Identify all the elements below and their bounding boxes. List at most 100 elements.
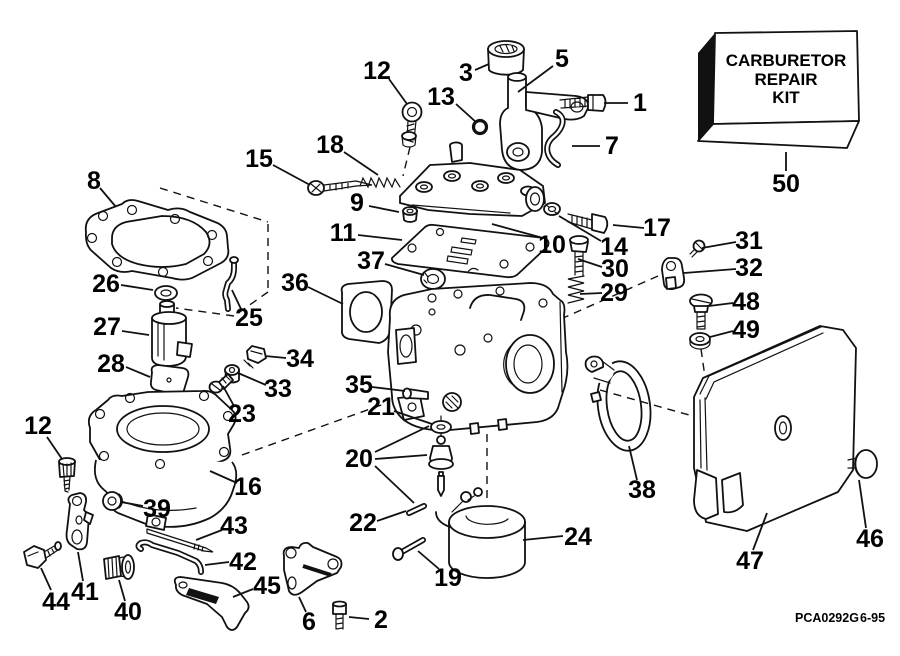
leader-line-36 (307, 286, 344, 305)
leader-line-8 (99, 187, 117, 208)
part-12-screw-top (401, 101, 423, 143)
leader-line-13 (455, 103, 478, 124)
callout-20: 20 (345, 445, 373, 473)
leader-line-12 (46, 436, 63, 460)
callout-46: 46 (856, 525, 884, 553)
callout-50: 50 (772, 170, 800, 198)
part-45-lever (173, 576, 250, 631)
callout-11: 11 (330, 219, 357, 247)
leader-line-12 (388, 78, 408, 105)
part-26-washer (154, 285, 178, 301)
part-46-knob (847, 449, 878, 479)
part-34-plug (243, 345, 267, 369)
callout-2: 2 (374, 606, 388, 634)
callout-32: 32 (735, 254, 763, 282)
callout-49: 49 (732, 316, 760, 344)
part-15-needle-valve (307, 180, 373, 196)
leader-line-25 (231, 289, 242, 310)
part-9-nut (402, 206, 418, 223)
part-27-filter (151, 300, 193, 367)
part-32-clip (661, 257, 686, 291)
part-7-link (544, 109, 566, 168)
callout-12: 12 (363, 57, 391, 85)
callout-41: 41 (71, 578, 99, 606)
callout-44: 44 (42, 588, 70, 616)
callout-34: 34 (286, 345, 314, 373)
leader-line-5 (517, 65, 554, 93)
part-8-gasket (84, 199, 230, 281)
part-22-pin (406, 503, 427, 516)
callout-3: 3 (459, 59, 473, 87)
leader-line-39 (120, 501, 144, 507)
leader-line-14 (558, 215, 602, 242)
callout-43: 43 (220, 512, 248, 540)
part-carburetor-body (387, 282, 569, 435)
part-20-valve-needle (437, 471, 445, 497)
part-48-screw (689, 293, 713, 330)
callout-13: 13 (427, 83, 455, 111)
callout-37: 37 (357, 247, 385, 275)
leader-line-10 (491, 223, 544, 239)
callout-30: 30 (601, 255, 629, 283)
leader-line-35 (371, 386, 406, 392)
callout-24: 24 (564, 523, 592, 551)
part-12-screw-left (58, 457, 76, 493)
callout-42: 42 (229, 548, 257, 576)
part-11-gasket (390, 223, 550, 279)
leader-line-46 (858, 479, 867, 529)
part-24-float (435, 487, 526, 579)
callout-22: 22 (349, 509, 377, 537)
part-47-silencer-cover (693, 325, 857, 532)
part-14-washer (543, 202, 561, 216)
leader-line-3 (474, 63, 490, 71)
leader-line-40 (118, 579, 126, 602)
leader-line-49 (709, 330, 734, 338)
callout-21: 21 (367, 393, 395, 421)
part-41-bracket (65, 492, 94, 551)
callout-40: 40 (114, 598, 142, 626)
part-30-screw (569, 235, 589, 277)
leader-line-27 (121, 330, 150, 336)
callout-28: 28 (97, 350, 125, 378)
leader-line-11 (357, 234, 403, 241)
callout-33: 33 (264, 375, 292, 403)
part-31-screw (689, 239, 706, 258)
leader-line-18 (343, 151, 379, 176)
leader-line-20 (374, 454, 428, 460)
leader-line-29 (579, 292, 603, 295)
part-49-washer (689, 332, 711, 350)
leader-line-23 (222, 385, 235, 407)
leader-line-19 (417, 550, 440, 570)
part-20-valve-seat (428, 435, 454, 470)
leader-line-28 (125, 366, 151, 378)
callout-23: 23 (228, 400, 256, 428)
repair-kit-box: CARBURETOR REPAIR KIT (697, 30, 860, 149)
callout-15: 15 (245, 145, 273, 173)
leader-line-44 (40, 567, 52, 591)
leader-line-42 (204, 561, 230, 566)
part-44-bolt (23, 541, 62, 569)
leader-line-9 (368, 205, 400, 213)
leader-line-17 (612, 224, 645, 229)
part-16-float-bowl (87, 389, 238, 531)
leader-line-47 (752, 512, 768, 551)
leader-line-38 (628, 445, 638, 481)
leader-line-16 (209, 470, 238, 484)
leader-line-15 (272, 164, 311, 186)
callout-27: 27 (93, 313, 121, 341)
leader-line-34 (264, 355, 287, 359)
part-37-grommet (420, 268, 446, 290)
callout-48: 48 (732, 288, 760, 316)
part-25-tube (222, 256, 239, 312)
part-23-jet (208, 373, 234, 394)
callout-36: 36 (281, 269, 309, 297)
part-36-gasket (340, 280, 393, 344)
part-18-spring (359, 176, 401, 189)
callout-14: 14 (600, 233, 628, 261)
part-42-link (135, 539, 204, 575)
figure-footer: PCA0292G 6-95 (795, 611, 885, 625)
part-28-plate (149, 364, 190, 396)
part-3-cap (487, 40, 525, 76)
part-39-grommet (102, 491, 123, 511)
